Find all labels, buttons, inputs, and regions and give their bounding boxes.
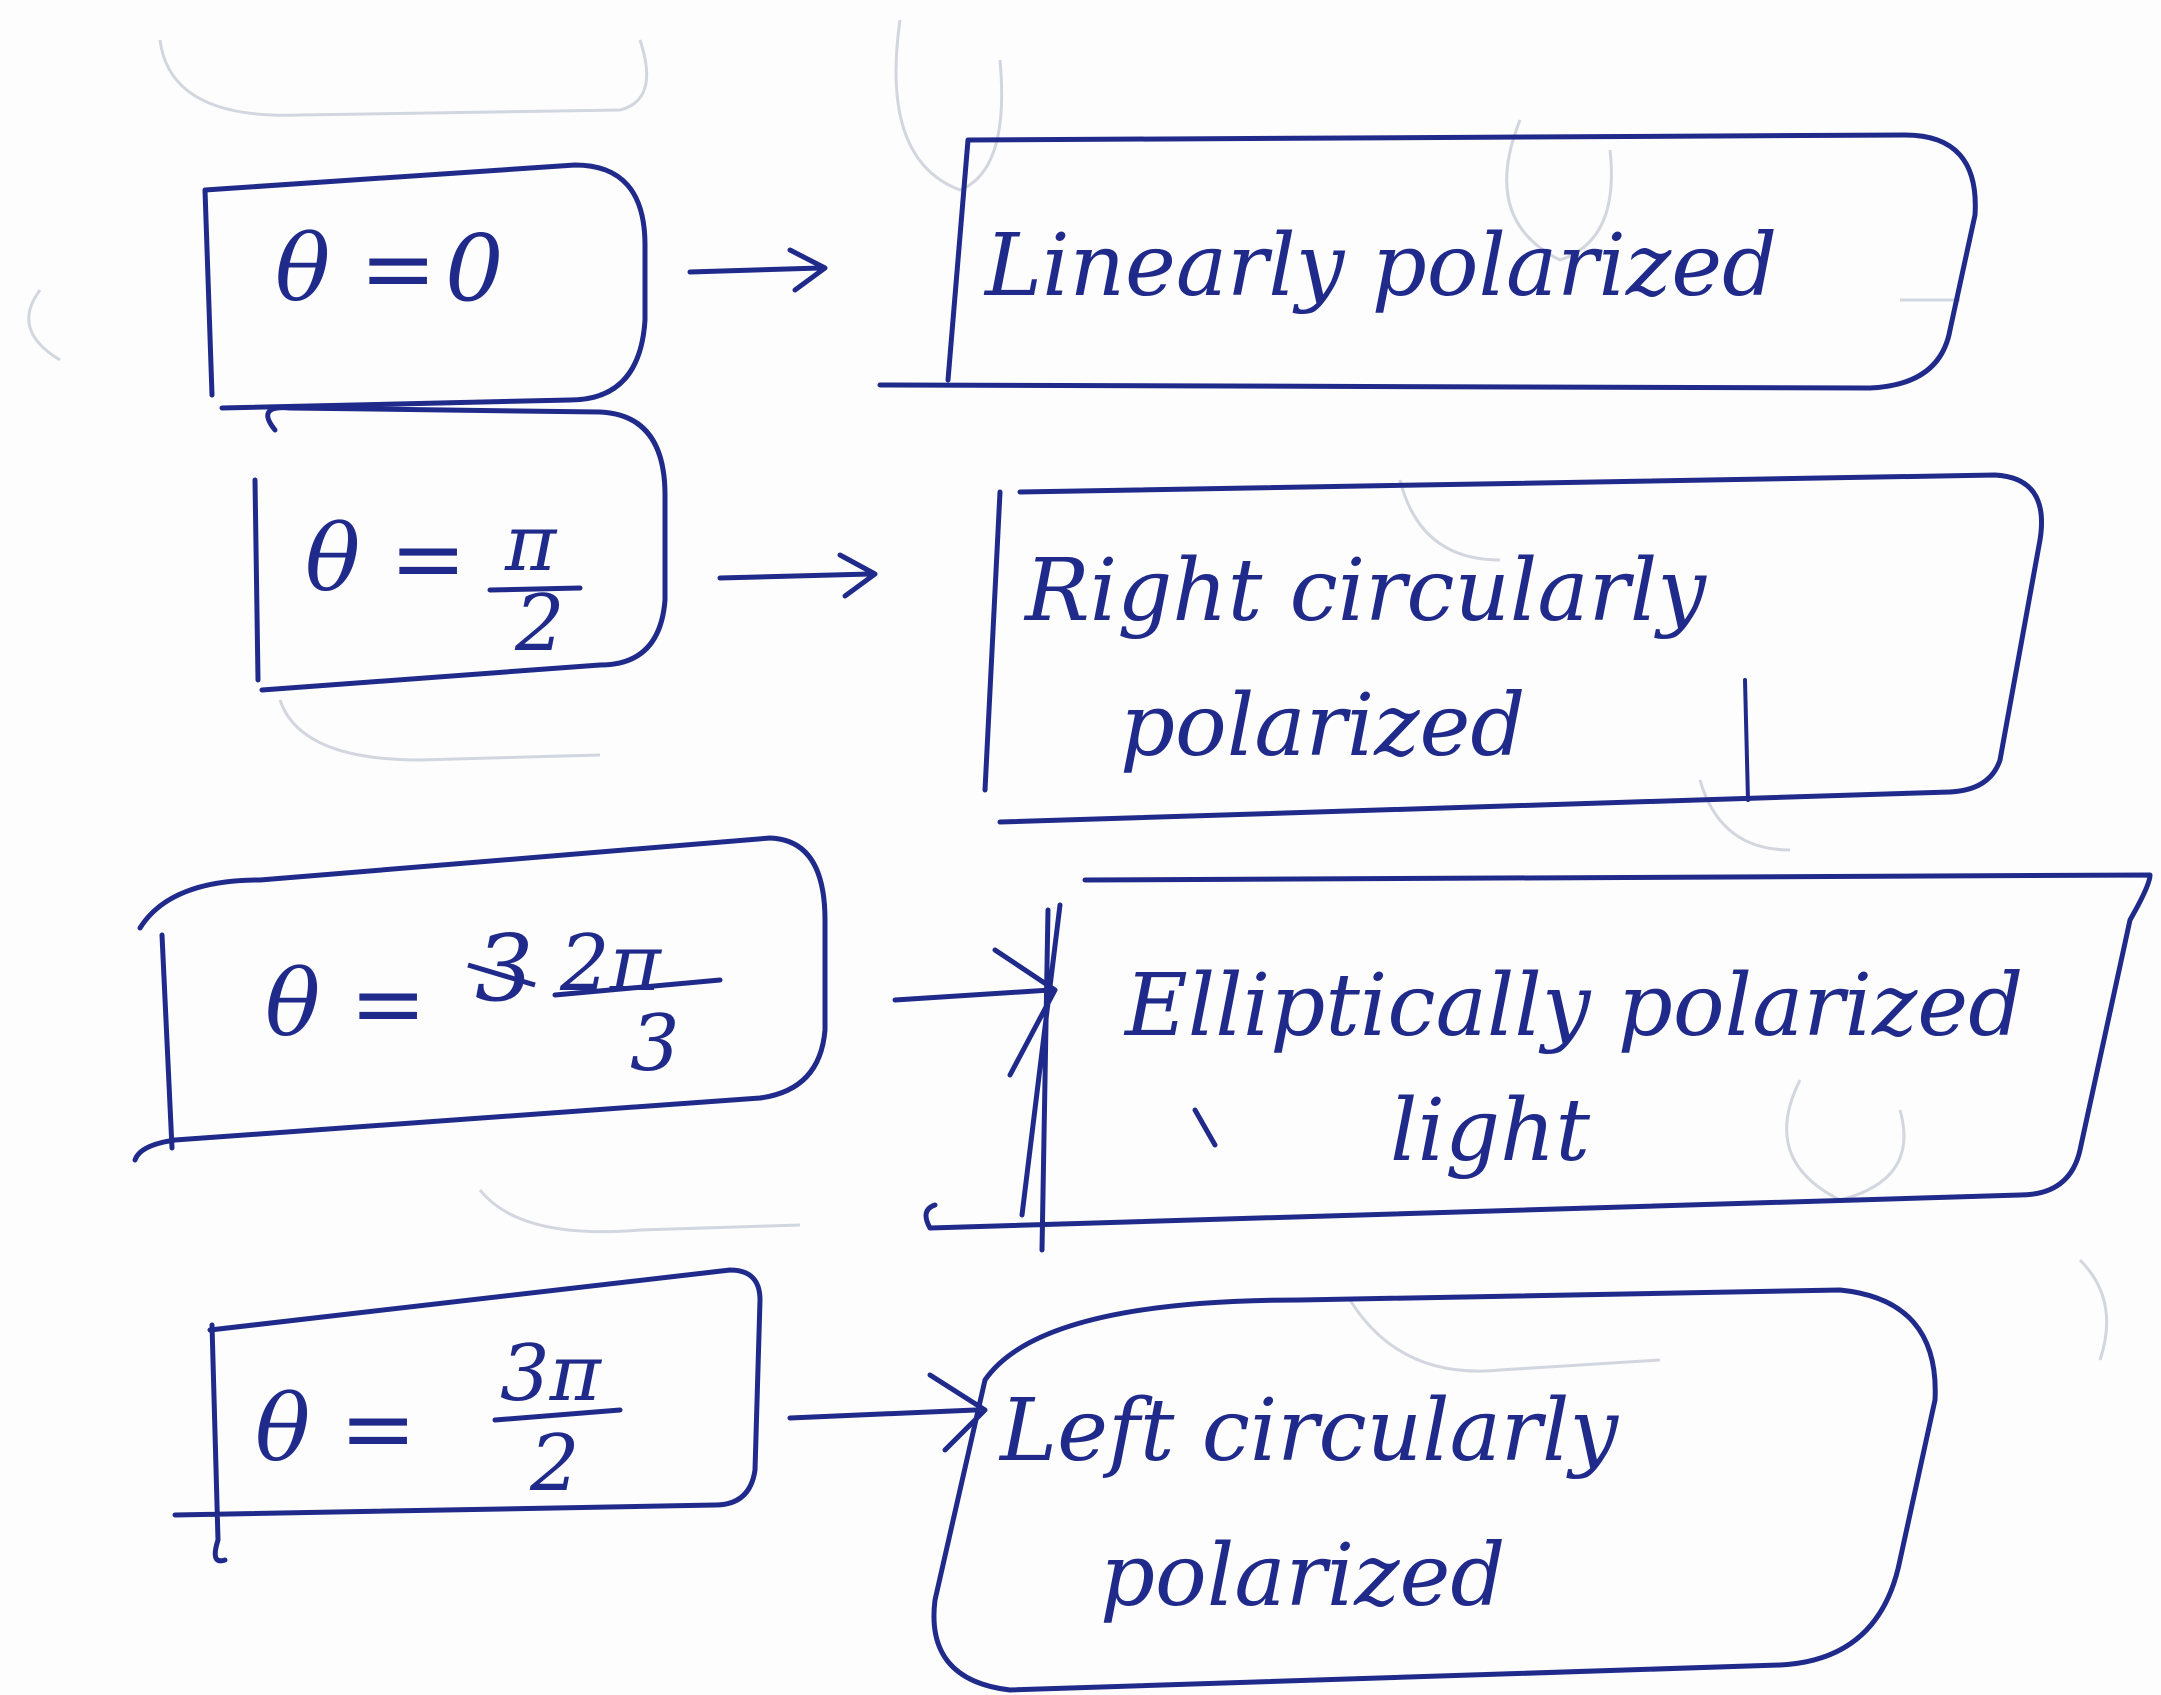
condition-denominator-2: 2 [514, 579, 565, 669]
condition-numerator-2: π [504, 499, 558, 589]
result-text-2-line1: Right circularly [1023, 541, 1707, 641]
condition-box-2 [252, 405, 668, 693]
condition-numerator-4: 3π [500, 1329, 603, 1419]
result-box-4 [931, 1287, 1938, 1693]
result-box-3 [923, 872, 2153, 1253]
condition-denominator-4: 2 [529, 1419, 580, 1509]
fraction-bar-2 [487, 585, 583, 593]
fraction-bar-4 [492, 1407, 623, 1423]
arrow-2 [717, 552, 878, 599]
condition-box-1 [202, 162, 648, 411]
result-box-2 [982, 472, 2044, 825]
arrow-4 [787, 1372, 988, 1453]
condition-denominator-3: 3 [630, 999, 680, 1089]
result-text-2-line2: polarized [1120, 676, 1525, 776]
condition-theta-4: θ = [255, 1375, 417, 1482]
row-4: θ = 3π 2 Left circularly polarized [172, 1267, 1938, 1693]
arrow-3 [892, 947, 1058, 1078]
row-2: θ = π 2 Right circularly polarized [252, 405, 2044, 825]
condition-theta-1: θ = [275, 215, 437, 322]
result-text-4-line2: polarized [1100, 1526, 1505, 1626]
result-text-3-line2: light [1390, 1081, 1590, 1181]
condition-box-4 [172, 1267, 763, 1564]
result-text-1: Linearly polarized [983, 216, 1777, 316]
result-text-3-line1: Elliptically polarized [1123, 956, 2023, 1056]
condition-theta-2: θ = [305, 505, 467, 612]
condition-value-1: 0 [445, 215, 504, 322]
row-3: θ = 3 2π 3 Elliptically polarized light [132, 835, 2153, 1253]
arrow-1 [687, 247, 828, 293]
result-box-1 [877, 132, 1978, 391]
condition-theta-3: θ = [265, 950, 427, 1057]
result-text-4-line1: Left circularly [998, 1381, 1619, 1481]
fraction-bar-3 [552, 977, 723, 998]
condition-box-3 [132, 835, 828, 1163]
row-1: θ = 0 Linearly polarized [202, 132, 1978, 411]
